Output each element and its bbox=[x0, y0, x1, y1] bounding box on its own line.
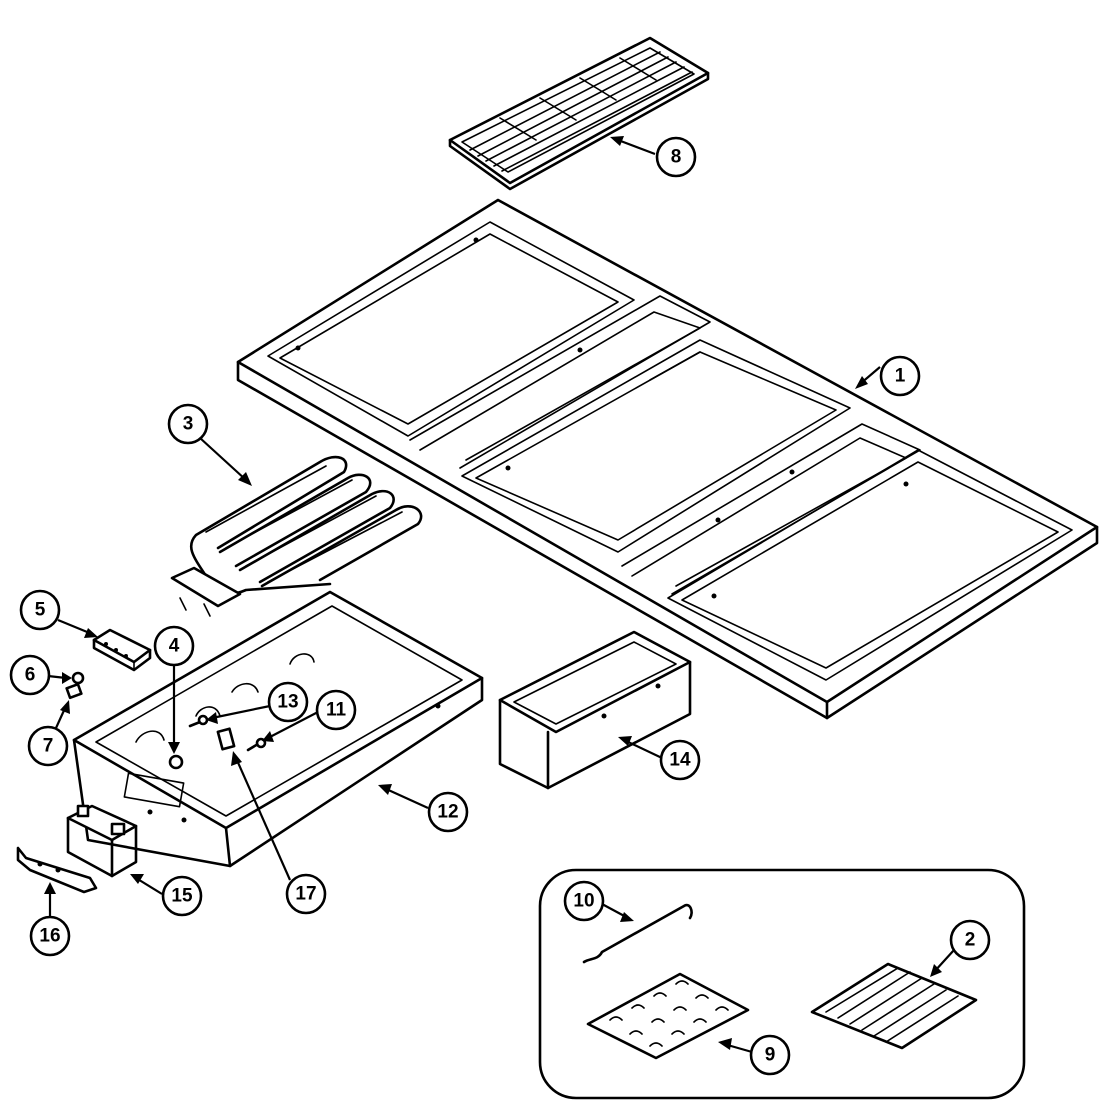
part-16-bracket bbox=[16, 846, 98, 894]
svg-text:3: 3 bbox=[183, 414, 194, 435]
callout-11: 11 bbox=[315, 689, 357, 731]
svg-text:12: 12 bbox=[437, 802, 458, 823]
callout-5: 5 bbox=[19, 589, 61, 631]
callout-12: 12 bbox=[427, 791, 469, 833]
callout-10: 10 bbox=[563, 880, 605, 922]
svg-text:17: 17 bbox=[295, 884, 316, 905]
part-7-clip bbox=[65, 682, 83, 700]
part-9-griddle bbox=[586, 972, 750, 1060]
callout-15: 15 bbox=[161, 875, 203, 917]
part-14-storage-tray bbox=[498, 630, 692, 790]
svg-text:16: 16 bbox=[39, 926, 60, 947]
svg-text:8: 8 bbox=[671, 147, 682, 168]
callout-16: 16 bbox=[29, 915, 71, 957]
accessories-inset bbox=[538, 868, 1026, 1100]
callout-13: 13 bbox=[267, 681, 309, 723]
part-1-cooktop-frame bbox=[236, 198, 1099, 720]
part-5-terminal-block bbox=[92, 628, 152, 672]
leader-lines bbox=[44, 136, 955, 1054]
callout-8: 8 bbox=[655, 136, 697, 178]
svg-text:13: 13 bbox=[277, 692, 298, 713]
callout-2: 2 bbox=[949, 919, 991, 961]
callout-17: 17 bbox=[285, 873, 327, 915]
svg-text:7: 7 bbox=[43, 736, 54, 757]
callout-9: 9 bbox=[749, 1034, 791, 1076]
callout-3: 3 bbox=[167, 403, 209, 445]
callout-14: 14 bbox=[659, 739, 701, 781]
svg-text:4: 4 bbox=[169, 636, 180, 657]
svg-text:2: 2 bbox=[965, 930, 976, 951]
part-17-bracket bbox=[216, 727, 236, 751]
svg-text:15: 15 bbox=[171, 886, 193, 907]
part-10-rod bbox=[582, 903, 693, 964]
part-2-grille-insert bbox=[810, 962, 978, 1050]
part-6-nut bbox=[71, 671, 85, 685]
callout-1: 1 bbox=[879, 355, 921, 397]
part-8-grille bbox=[448, 36, 710, 191]
svg-text:1: 1 bbox=[895, 366, 906, 387]
svg-text:9: 9 bbox=[765, 1045, 776, 1066]
svg-text:5: 5 bbox=[35, 600, 46, 621]
svg-text:6: 6 bbox=[25, 665, 36, 686]
svg-text:14: 14 bbox=[669, 750, 691, 771]
part-3-heating-element bbox=[170, 455, 423, 617]
svg-text:10: 10 bbox=[573, 891, 594, 912]
callout-7: 7 bbox=[27, 725, 69, 767]
callout-4: 4 bbox=[153, 625, 195, 667]
svg-text:11: 11 bbox=[326, 700, 347, 721]
part-15-switch-box bbox=[66, 804, 138, 878]
callout-6: 6 bbox=[9, 654, 51, 696]
